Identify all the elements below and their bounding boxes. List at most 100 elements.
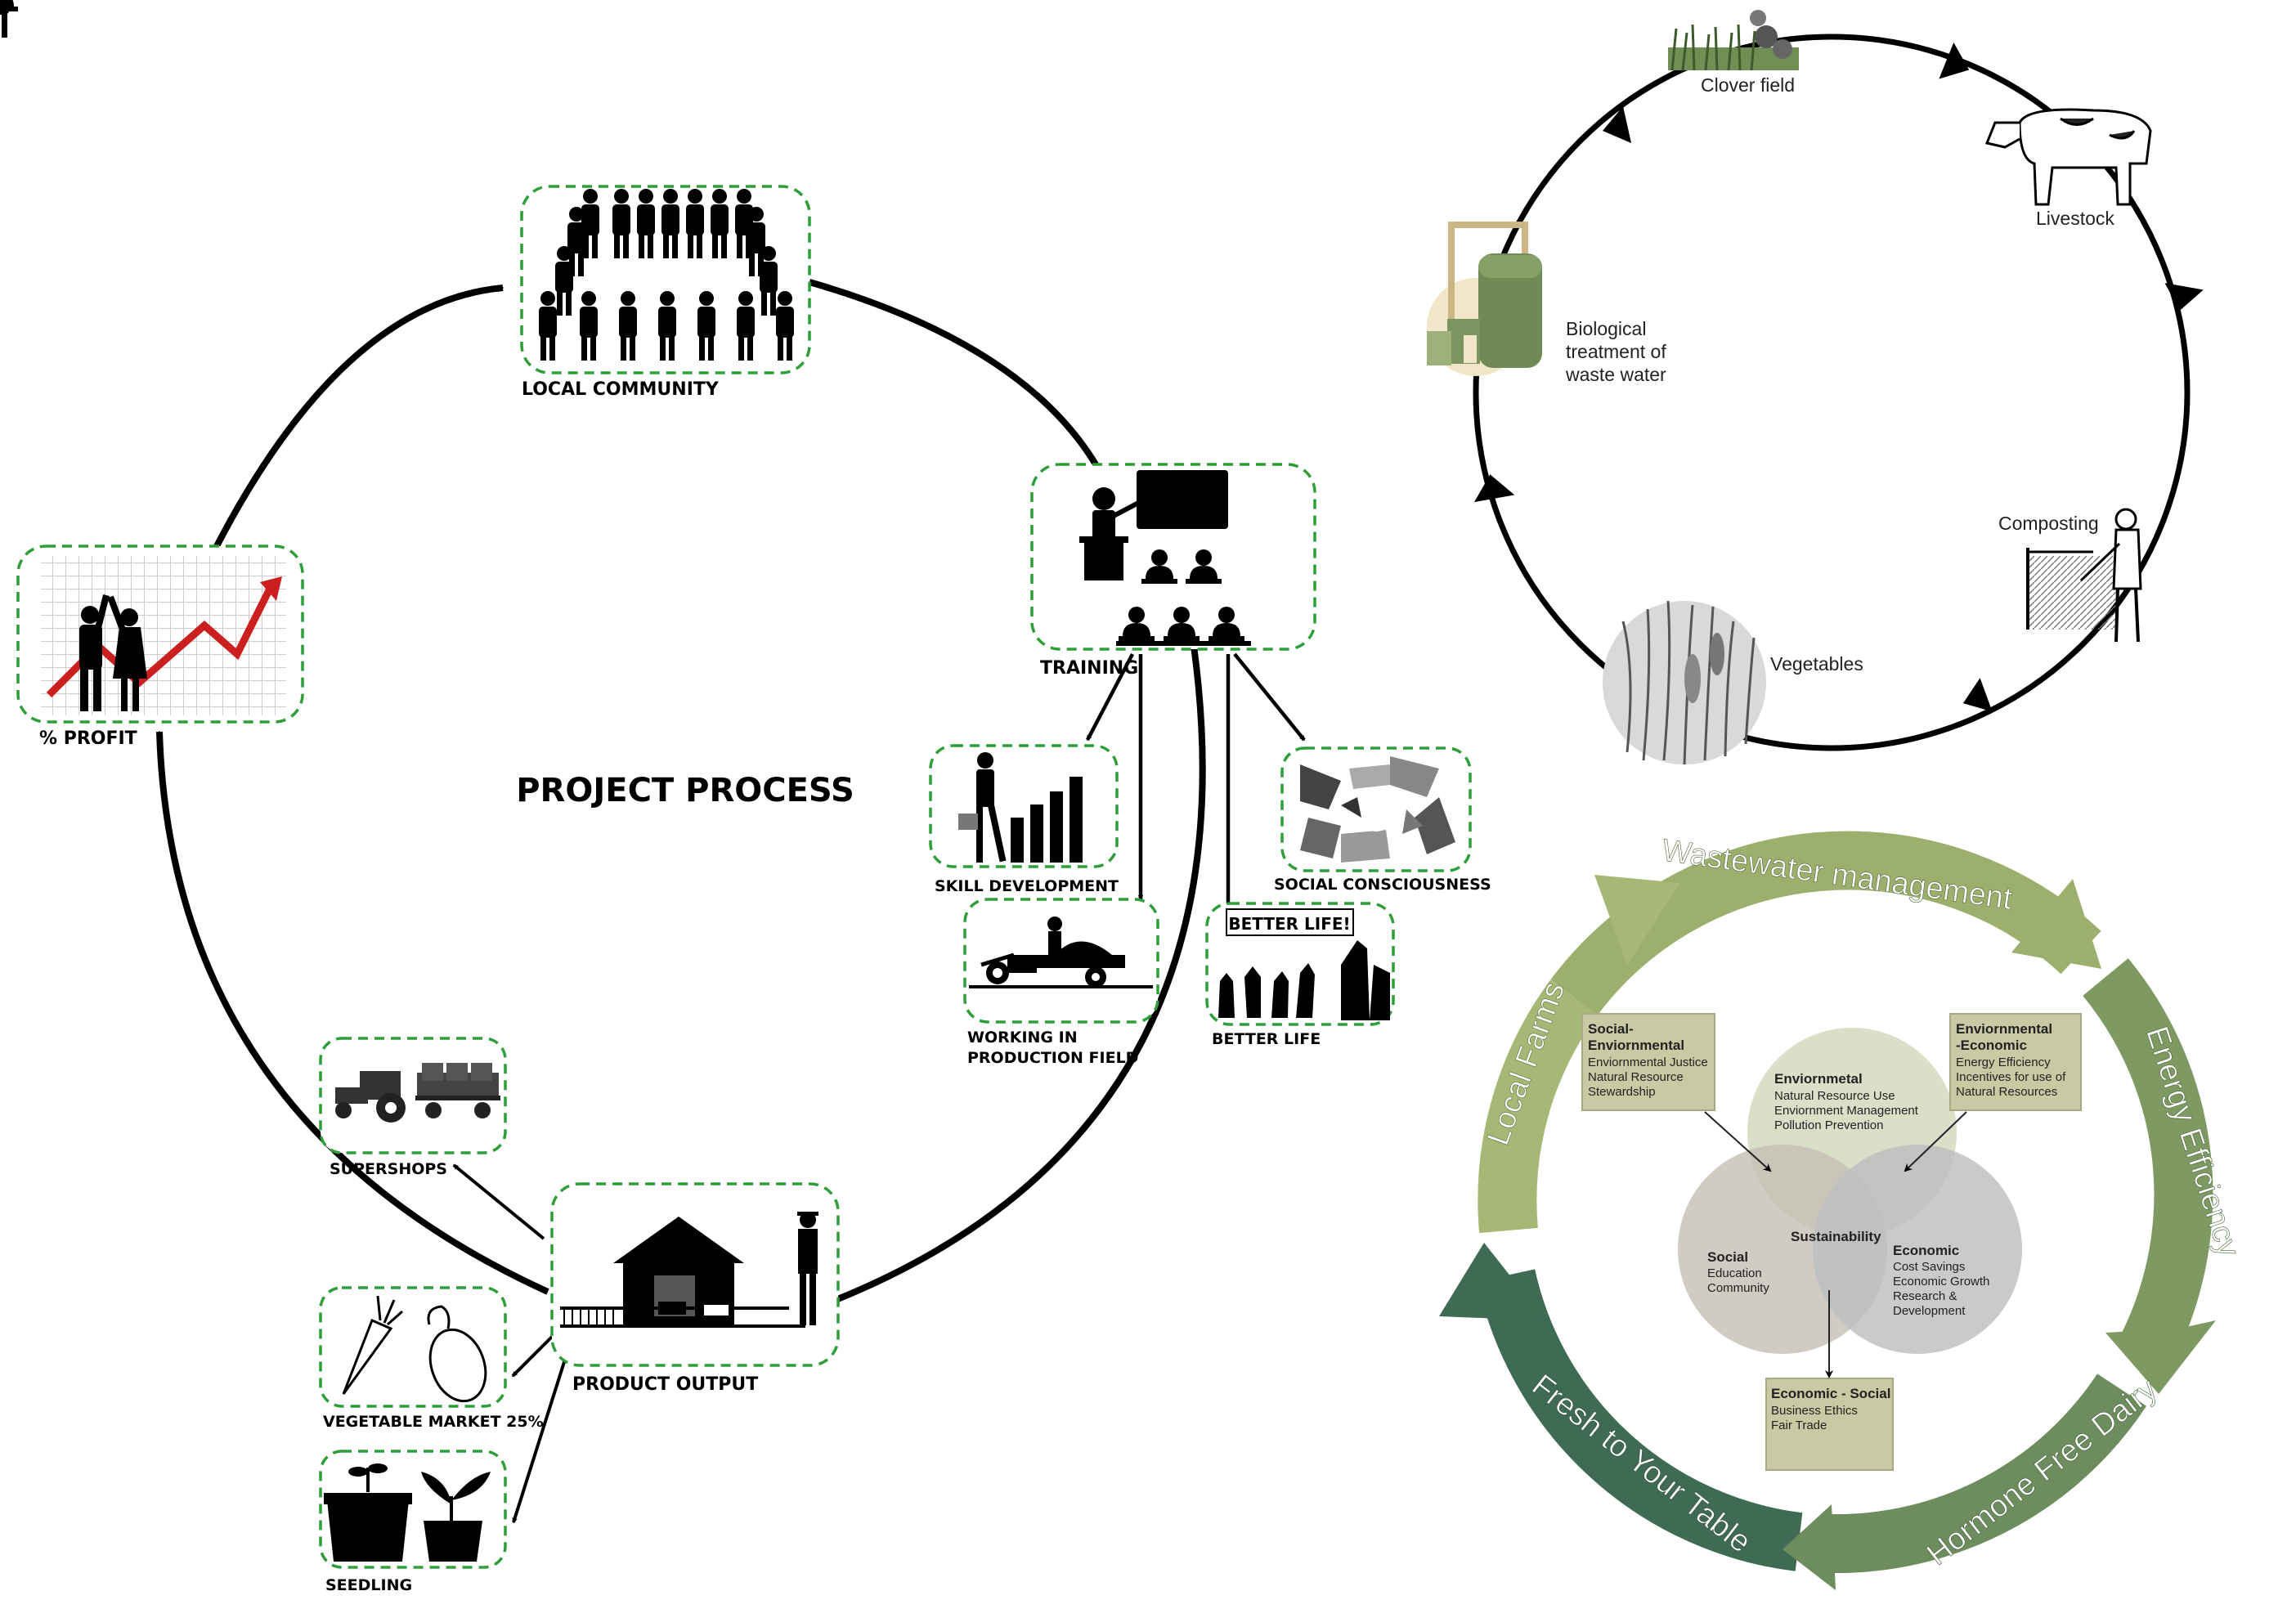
note-ee-title1: Enviornmental (1956, 1021, 2052, 1037)
venn-social-2: Community (1707, 1281, 1769, 1295)
node-supershops: SUPERSHOPS (319, 1037, 507, 1178)
better-life-sign (1226, 908, 1354, 936)
ring-segment-energy (2083, 958, 2213, 1372)
note-es-1: Business Ethics (1771, 1404, 1858, 1418)
venn-social-title: Social (1707, 1249, 1748, 1265)
arrow-to-vegetable-market (511, 1335, 554, 1378)
note-se-title1: Social- (1588, 1021, 1634, 1037)
note-economic-social: Economic - Social Business Ethics Fair T… (1765, 1378, 1894, 1471)
venn-social-1: Education (1707, 1266, 1762, 1280)
arrow-to-social-consciousness (1233, 652, 1306, 742)
node-skill-development: SKILL DEVELOPMENT (929, 744, 1119, 895)
cow-icon (1984, 108, 2152, 206)
node-local-community: LOCAL COMMUNITY (0, 0, 811, 400)
venn-env-1: Natural Resource Use (1774, 1089, 1895, 1103)
ring-label-dairy: Hormone Free Dairy (1921, 1372, 2164, 1572)
venn-center-label: Sustainability (1791, 1229, 1881, 1244)
label-local-community: LOCAL COMMUNITY (522, 379, 720, 400)
project-process-diagram: PROJECT PROCESS (0, 0, 1491, 1594)
cycle-ring (1473, 34, 2191, 751)
venn-economic (1813, 1145, 2022, 1354)
raised-hands-icon (1218, 940, 1390, 1020)
label-better-life-sign: BETTER LIFE! (1228, 914, 1350, 934)
note-ee-2: Incentives for use of (1956, 1070, 2066, 1084)
arrow-to-skill-development (1086, 652, 1134, 742)
label-supershops: SUPERSHOPS (330, 1160, 447, 1178)
note-environmental-economic: Enviornmental -Economic Energy Efficienc… (1949, 1013, 2082, 1111)
ring-arrowheads (1439, 875, 2216, 1590)
career-steps-icon (958, 752, 1083, 863)
carrot-eggplant-icon (342, 1295, 487, 1403)
farm-barn-icon (560, 1212, 818, 1328)
note-social-environmental: Social- Enviornmental Enviornmental Just… (1581, 1013, 1715, 1111)
ring-label-table: Fresh to Your Table (1526, 1368, 1757, 1559)
cycle-direction-arrows (1473, 42, 2204, 712)
label-working-line2: PRODUCTION FIELD (967, 1049, 1138, 1067)
label-profit: % PROFIT (39, 728, 137, 749)
potted-plants-icon (324, 1463, 491, 1562)
label-vegetables: Vegetables (1770, 653, 1863, 675)
label-product-output: PRODUCT OUTPUT (572, 1374, 758, 1395)
label-bio-line3: waste water (1565, 364, 1666, 385)
nutrient-cycle-diagram: Clover field Livestock Composting (1427, 10, 2204, 765)
connector-ee (1904, 1111, 1967, 1172)
venn-econ-3: Research & (1893, 1289, 1957, 1303)
ring-segment-dairy (1831, 1373, 2147, 1574)
connector-se (1704, 1111, 1772, 1172)
arrow-to-seedling (512, 1348, 570, 1524)
node-seedling: SEEDLING (319, 1450, 507, 1594)
node-better-life: BETTER LIFE! BETTER LIFE (1205, 902, 1395, 1048)
label-composting: Composting (1998, 513, 2099, 534)
label-social-consciousness: SOCIAL CONSCIOUSNESS (1274, 876, 1491, 894)
note-se-1: Enviornmental Justice (1588, 1056, 1708, 1069)
node-social-consciousness: SOCIAL CONSCIOUSNESS (1274, 746, 1491, 894)
joined-hands-icon (1300, 756, 1455, 863)
training-class-icon (0, 0, 1251, 646)
arrow-community-to-training (808, 279, 1099, 467)
note-ee-title2: -Economic (1956, 1038, 2027, 1053)
arrow-profit-to-community (213, 285, 504, 548)
note-se-3: Stewardship (1588, 1085, 1656, 1099)
clover-field-icon (1668, 10, 1799, 71)
note-ee-3: Natural Resources (1956, 1085, 2057, 1099)
label-livestock: Livestock (2036, 208, 2114, 229)
arrow-training-to-output (834, 645, 1206, 1303)
vegetables-field-icon (1603, 600, 1766, 765)
venn-econ-title: Economic (1893, 1243, 1959, 1258)
venn-econ-1: Cost Savings (1893, 1260, 1965, 1274)
process-title: PROJECT PROCESS (516, 772, 854, 809)
label-training: TRAINING (1040, 658, 1138, 679)
label-better-life: BETTER LIFE (1212, 1030, 1321, 1048)
ring-segment-farms (1478, 979, 1599, 1234)
venn-env-2: Enviornment Management (1774, 1104, 1919, 1118)
label-clover-field: Clover field (1701, 74, 1795, 96)
arrow-output-to-profit (156, 730, 549, 1295)
note-ee-1: Energy Efficiency (1956, 1056, 2051, 1069)
composting-farmer-icon (2026, 508, 2142, 643)
node-training: TRAINING (0, 0, 1316, 679)
venn-env-3: Pollution Prevention (1774, 1118, 1883, 1132)
venn-env-title: Enviornmetal (1774, 1071, 1863, 1087)
sustainability-wheel: Wastewater management Energy Efficiency … (1439, 831, 2246, 1590)
ring-segment-table (1477, 1269, 1803, 1571)
label-bio-line1: Biological (1566, 318, 1646, 339)
node-vegetable-market: VEGETABLE MARKET 25% (319, 1286, 544, 1431)
biogas-plant-icon (1427, 222, 1542, 376)
label-working-line1: WORKING IN (967, 1029, 1078, 1047)
note-es-title: Economic - Social (1771, 1386, 1890, 1401)
venn-econ-4: Development (1893, 1304, 1966, 1318)
label-seedling: SEEDLING (325, 1576, 412, 1594)
label-bio-line2: treatment of (1566, 341, 1666, 362)
note-se-title2: Enviornmental (1588, 1038, 1684, 1053)
node-product-output: PRODUCT OUTPUT (550, 1182, 840, 1395)
tractor-crates-icon (335, 1063, 500, 1123)
label-skill-development: SKILL DEVELOPMENT (935, 877, 1119, 895)
note-se-2: Natural Resource (1588, 1070, 1684, 1084)
venn-econ-2: Economic Growth (1893, 1275, 1989, 1289)
note-es-2: Fair Trade (1771, 1419, 1827, 1432)
tractor-trailer-icon (969, 917, 1153, 988)
ring-segments (1477, 831, 2213, 1574)
label-vegetable-market: VEGETABLE MARKET 25% (323, 1413, 544, 1431)
arrow-to-supershops (452, 1163, 545, 1240)
